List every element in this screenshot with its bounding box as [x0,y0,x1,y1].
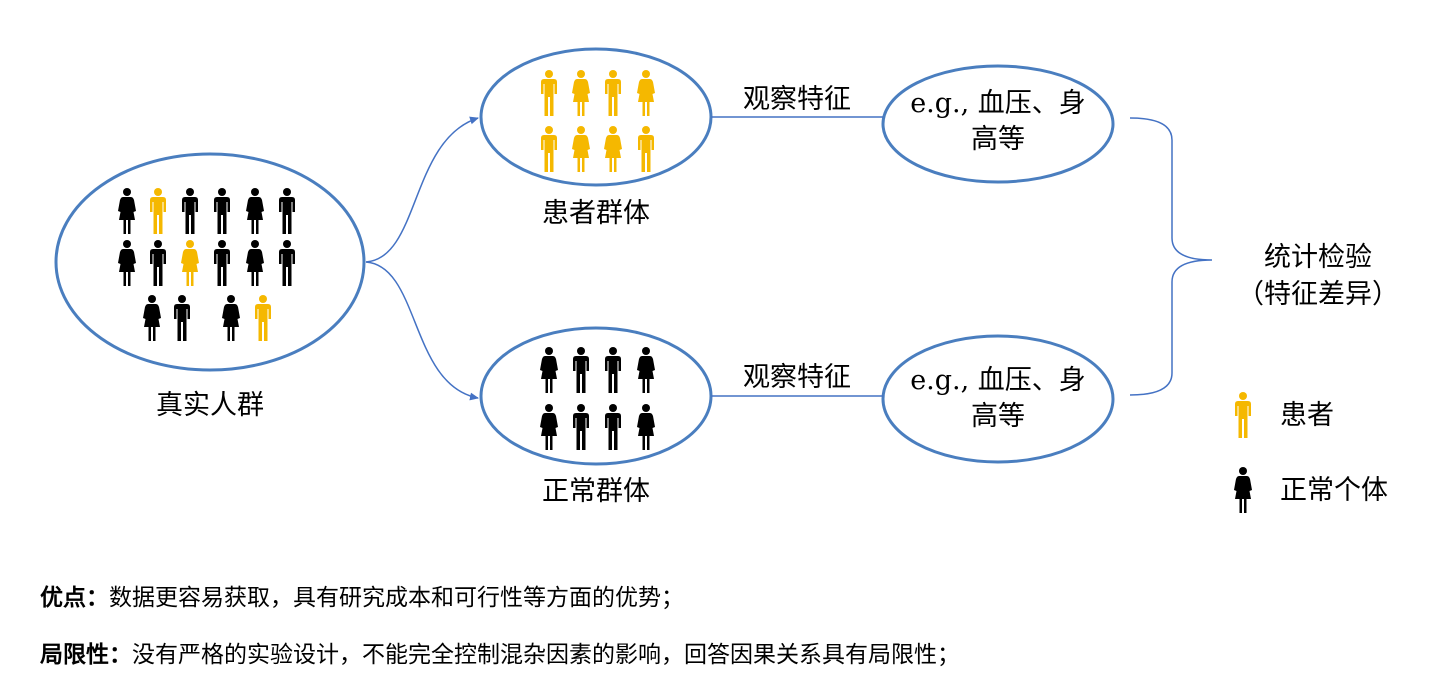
legend-patient-person-icon [1235,392,1251,438]
patient-group-circle [479,47,713,187]
population-label: 真实人群 [156,390,264,421]
cons-label: 局限性： [40,641,132,668]
brace [1129,117,1213,396]
population-circle [54,152,366,372]
normal-group-circle [479,326,713,466]
feature-bottom-circle [881,334,1115,464]
feature-top-circle [881,64,1115,184]
legend-normal-person-icon [1234,467,1252,513]
observe-label-top: 观察特征 [743,84,851,115]
pros-note: 优点：数据更容易获取，具有研究成本和可行性等方面的优势； [40,583,684,613]
legend-patient-label: 患者 [1280,400,1334,431]
cons-note: 局限性：没有严格的实验设计，不能完全控制混杂因素的影响，回答因果关系具有局限性； [40,640,960,670]
legend-normal-label: 正常个体 [1280,475,1388,506]
cons-text: 没有严格的实验设计，不能完全控制混杂因素的影响，回答因果关系具有局限性； [132,642,960,668]
normal-group-label: 正常群体 [542,476,650,507]
normal-group-icons [540,347,655,450]
pros-label: 优点： [40,584,109,611]
observe-label-bottom: 观察特征 [743,362,851,393]
feature-bottom-line1: e.g., 血压、身 [910,365,1086,396]
population-icons [118,188,295,341]
pros-text: 数据更容易获取，具有研究成本和可行性等方面的优势； [109,585,684,611]
feature-top-line2: 高等 [971,124,1025,155]
arrow-to-patient [365,116,479,263]
patient-group-icons [541,70,655,172]
feature-top-line1: e.g., 血压、身 [910,88,1086,119]
arrow-to-normal [365,261,479,401]
test-label-line2: （特征差异） [1237,279,1399,310]
patient-group-label: 患者群体 [542,198,650,229]
feature-bottom-line2: 高等 [971,401,1025,432]
test-label-line1: 统计检验 [1264,242,1372,273]
